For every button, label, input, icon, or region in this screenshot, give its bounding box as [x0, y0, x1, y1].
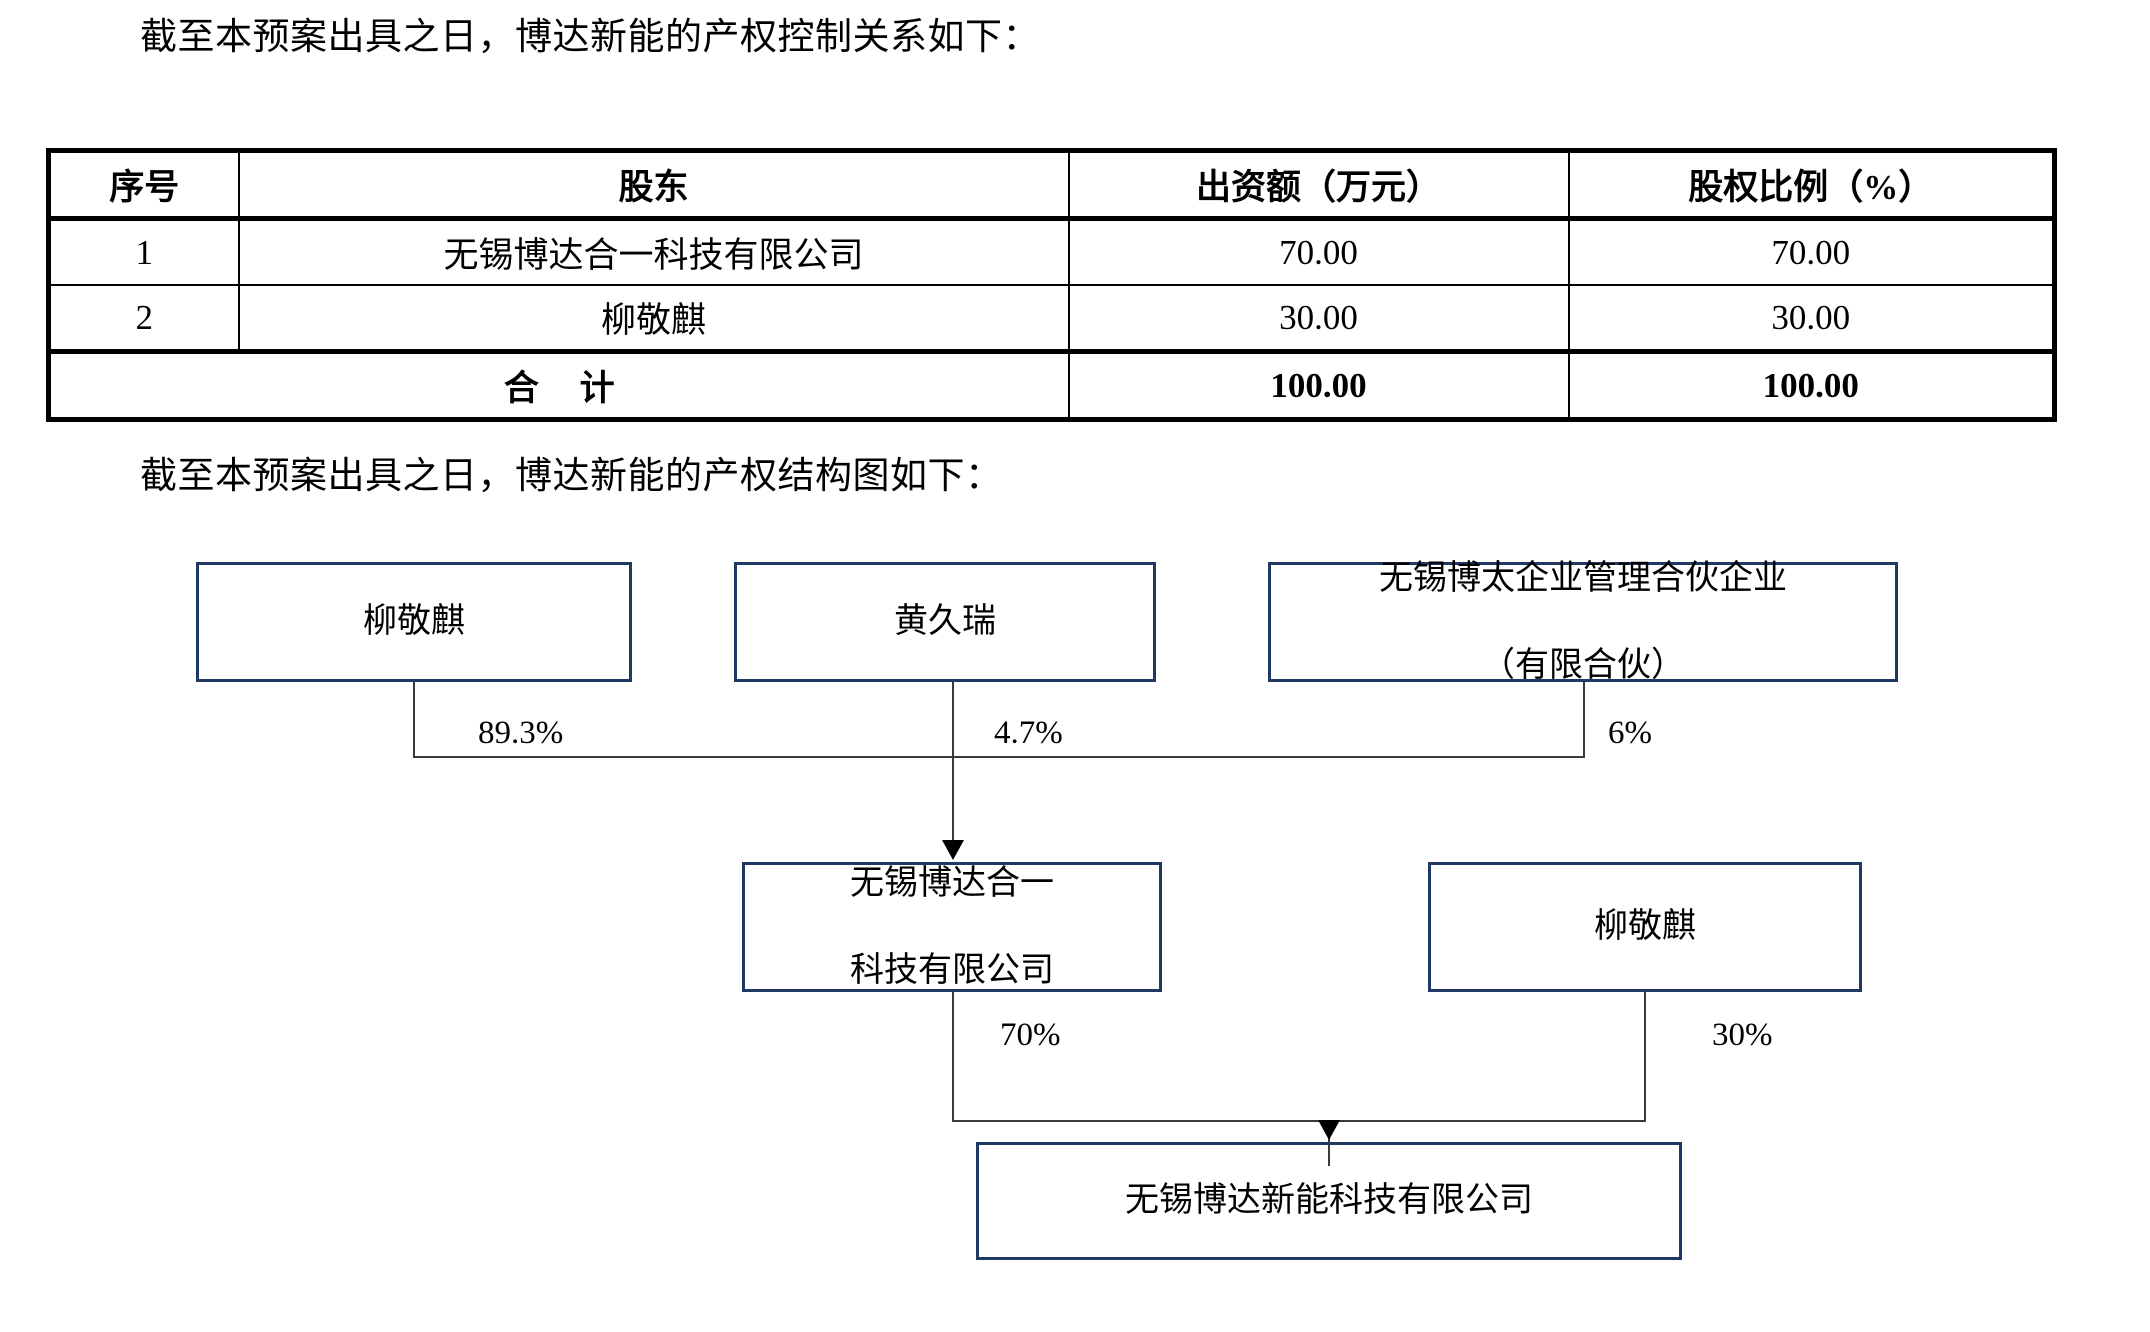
- table-row: 2 柳敬麒 30.00 30.00: [47, 284, 2056, 353]
- arrow-into-boda-heyi: [942, 840, 964, 860]
- node-huang-jiurui: 黄久瑞: [734, 562, 1156, 682]
- cell-name: 无锡博达合一科技有限公司: [237, 217, 1070, 286]
- edge-label-botai-to-heyi: 6%: [1608, 715, 1652, 751]
- connector-botai-vertical: [1583, 682, 1585, 756]
- intro-paragraph-table: 截至本预案出具之日，博达新能的产权控制关系如下：: [140, 17, 1040, 58]
- table-total-row: 合 计 100.00 100.00: [47, 349, 2056, 421]
- node-wuxi-boda-heyi: 无锡博达合一 科技有限公司: [742, 862, 1162, 992]
- connector-heyi-horizontal: [952, 1120, 1330, 1122]
- arrow-into-boda-xinneng: [1318, 1120, 1340, 1140]
- cell-total-label: 合 计: [47, 349, 1070, 421]
- node-liu-jingqi-top: 柳敬麒: [196, 562, 632, 682]
- cell-no: 1: [47, 217, 240, 286]
- node-label: 无锡博太企业管理合伙企业 （有限合伙）: [1363, 557, 1803, 688]
- table-header-row: 序号 股东 出资额（万元） 股权比例（%）: [47, 149, 2056, 221]
- connector-to-xinneng-vertical: [1328, 1120, 1330, 1166]
- node-label: 无锡博达合一 科技有限公司: [834, 862, 1070, 993]
- cell-no: 2: [47, 284, 240, 353]
- cell-amount: 70.00: [1067, 217, 1570, 286]
- node-label: 柳敬麒: [1594, 908, 1696, 946]
- column-header-amount: 出资额（万元）: [1067, 149, 1570, 221]
- edge-label-heyi-to-xinneng: 70%: [1000, 1017, 1061, 1053]
- connector-liu-horizontal: [413, 756, 953, 758]
- column-header-name: 股东: [237, 149, 1070, 221]
- node-label-line1: 无锡博达合一: [850, 864, 1054, 902]
- node-label-line1: 无锡博太企业管理合伙企业: [1379, 559, 1787, 597]
- node-label: 柳敬麒: [363, 603, 465, 641]
- cell-amount: 30.00: [1067, 284, 1570, 353]
- connector-liu-mid-vertical: [1644, 992, 1646, 1120]
- table-row: 1 无锡博达合一科技有限公司 70.00 70.00: [47, 217, 2056, 286]
- connector-liu-vertical: [413, 682, 415, 756]
- cell-percent: 30.00: [1567, 284, 2056, 353]
- node-label-line2: （有限合伙）: [1481, 646, 1685, 684]
- node-label: 无锡博达新能科技有限公司: [1125, 1182, 1533, 1220]
- connector-huang-vertical: [952, 682, 954, 840]
- ownership-structure-diagram: 柳敬麒 黄久瑞 无锡博太企业管理合伙企业 （有限合伙） 无锡博达合一 科技有限公…: [0, 540, 2150, 1330]
- node-label-line2: 科技有限公司: [850, 951, 1054, 989]
- connector-heyi-vertical: [952, 992, 954, 1120]
- node-wuxi-botai-partnership: 无锡博太企业管理合伙企业 （有限合伙）: [1268, 560, 1898, 684]
- connector-botai-horizontal: [952, 756, 1585, 758]
- edge-label-liu-to-xinneng: 30%: [1712, 1017, 1773, 1053]
- edge-label-liu-to-heyi: 89.3%: [478, 715, 564, 751]
- column-header-percent: 股权比例（%）: [1567, 149, 2056, 221]
- node-label: 黄久瑞: [894, 603, 996, 641]
- intro-paragraph-chart: 截至本预案出具之日，博达新能的产权结构图如下：: [140, 456, 1003, 497]
- node-liu-jingqi-mid: 柳敬麒: [1428, 862, 1862, 992]
- shareholder-table: 序号 股东 出资额（万元） 股权比例（%） 1 无锡博达合一科技有限公司 70.…: [46, 148, 2057, 422]
- cell-total-percent: 100.00: [1567, 349, 2056, 421]
- cell-total-amount: 100.00: [1067, 349, 1570, 421]
- connector-liu-mid-horizontal: [1328, 1120, 1646, 1122]
- edge-label-huang-to-heyi: 4.7%: [994, 715, 1063, 751]
- column-header-no: 序号: [47, 149, 240, 221]
- cell-name: 柳敬麒: [237, 284, 1070, 353]
- cell-percent: 70.00: [1567, 217, 2056, 286]
